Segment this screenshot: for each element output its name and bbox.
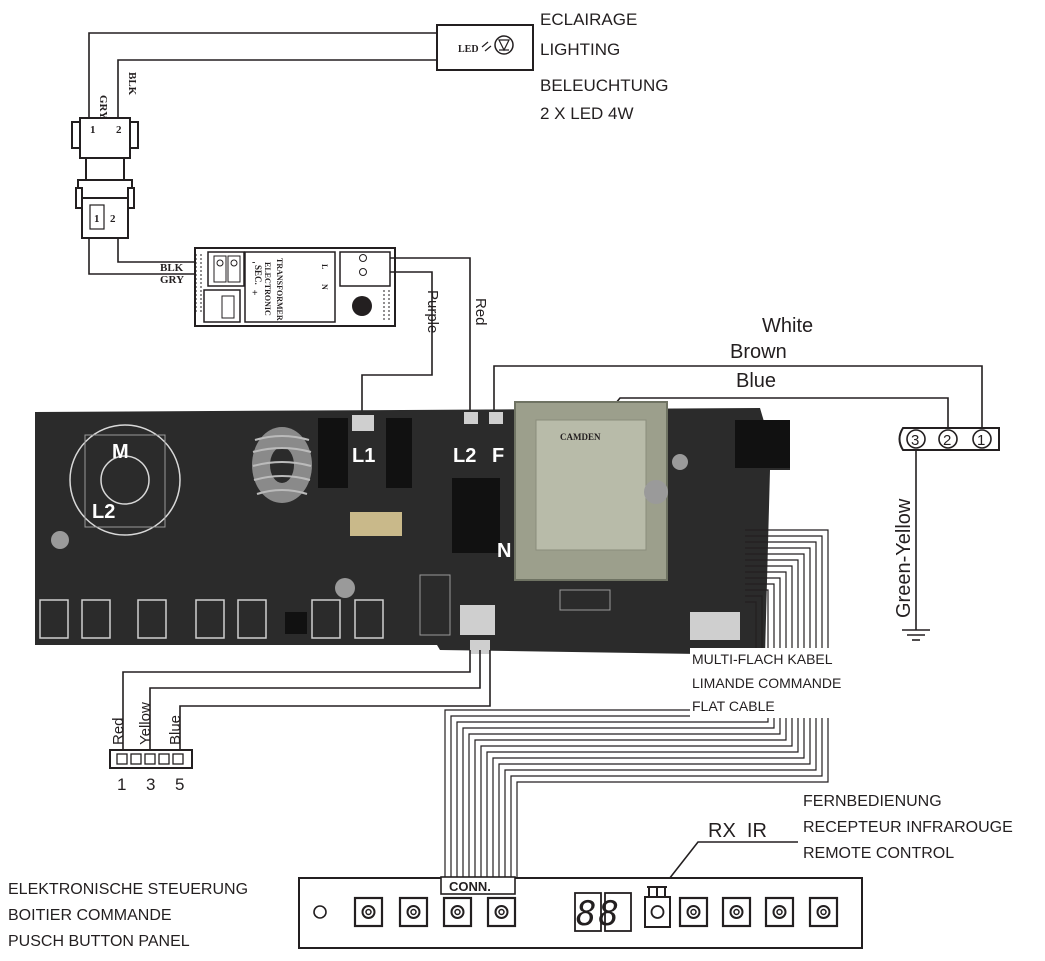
transformer-knob-icon <box>352 296 372 316</box>
led-label: LED <box>458 44 479 55</box>
transformer-brand: CAMDEN <box>560 432 601 442</box>
wire-label-purple: Purple <box>424 290 441 333</box>
connector-yellow-label: Yellow <box>137 702 154 745</box>
flat-cable-label: MULTI-FLACH KABEL LIMANDE COMMANDE FLAT … <box>692 651 841 714</box>
board-label-m: M <box>112 441 129 463</box>
rx-ir-label: RX IR <box>708 820 767 842</box>
remote-label-2: RECEPTEUR INFRAROUGE <box>803 819 1013 836</box>
lighting-spec: 2 X LED 4W <box>540 104 634 123</box>
diode-icon <box>498 39 510 52</box>
transformer-n: N <box>320 284 329 290</box>
conn-label: CONN. <box>449 879 491 894</box>
connector-pin-3-label: 3 <box>146 775 155 794</box>
transformer-l: L <box>320 264 329 269</box>
mains-brown-label: Brown <box>730 341 787 363</box>
connector-pin-1-label: 1 <box>117 775 126 794</box>
conn-box <box>440 876 516 895</box>
transformer-plus: + <box>252 288 258 299</box>
terminal-2: 2 <box>943 432 951 449</box>
push-button-panel <box>298 876 863 949</box>
led-lamp: LED <box>436 24 534 71</box>
terminal-3: 3 <box>911 432 919 449</box>
led-connector <box>71 117 139 239</box>
connector-pin-5-label: 5 <box>175 775 184 794</box>
motor-connector-wires <box>122 650 491 750</box>
panel-label-2: BOITIER COMMANDE <box>8 907 172 924</box>
flat-cable-label-1: MULTI-FLACH KABEL <box>692 651 833 667</box>
transformer-secondary-wires <box>88 238 210 275</box>
motor-connector-block <box>109 749 193 769</box>
panel-label-1: ELEKTRONISCHE STEUERUNG <box>8 881 248 898</box>
wire-label-gry: GRY <box>160 274 184 286</box>
mains-white-label: White <box>762 315 813 337</box>
transformer-label-1: ELECTRONIC <box>263 262 272 316</box>
mains-blue-label: Blue <box>736 370 776 392</box>
ir-receiver-icon <box>647 886 667 897</box>
connector-blue-label: Blue <box>167 715 184 745</box>
lighting-title: ECLAIRAGE LIGHTING BELEUCHTUNG 2 X LED 4… <box>540 10 668 123</box>
transformer-sec: SEC. <box>253 265 263 285</box>
wire-label-blk-top: BLK <box>126 72 138 96</box>
ground-wire-label: Green-Yellow <box>893 498 915 618</box>
connector-pin-2-lower: 2 <box>110 213 116 225</box>
transformer-primary-wires <box>361 257 471 420</box>
seven-segment-display: 88 <box>576 894 621 934</box>
lighting-title-de: BELEUCHTUNG <box>540 76 668 95</box>
panel-label-3: PUSCH BUTTON PANEL <box>8 933 190 950</box>
board-label-n: N <box>497 540 511 562</box>
board-label-f: F <box>492 445 504 467</box>
led-box <box>436 24 534 71</box>
connector-pin-2: 2 <box>116 124 122 136</box>
led-symbol-icon <box>494 35 514 55</box>
flat-cable-label-2: LIMANDE COMMANDE <box>692 675 841 691</box>
panel-led-icon <box>313 905 327 919</box>
connector-pin-1: 1 <box>90 124 96 136</box>
control-board: CAMDEN <box>35 401 790 655</box>
remote-label-3: REMOTE CONTROL <box>803 845 954 862</box>
panel-buttons-left <box>353 896 517 928</box>
connector-red-label: Red <box>110 717 127 745</box>
panel-label: ELEKTRONISCHE STEUERUNG BOITIER COMMANDE… <box>8 881 248 950</box>
flat-cable-label-bg <box>690 648 880 718</box>
electronic-transformer <box>194 247 396 327</box>
rx-ir-leader <box>661 841 798 889</box>
wire-label-blk: BLK <box>160 262 184 274</box>
light-rays-icon <box>481 41 492 52</box>
lighting-wires <box>88 32 437 120</box>
connector-pin-1-lower: 1 <box>94 213 100 225</box>
remote-label: FERNBEDIENUNG RECEPTEUR INFRAROUGE REMOT… <box>803 793 1013 862</box>
wire-label-red: Red <box>472 298 489 326</box>
transformer-label-2: TRANSFORMER <box>275 258 284 321</box>
lighting-title-en: LIGHTING <box>540 40 620 59</box>
mains-terminal-block <box>898 427 1000 451</box>
board-label-l1: L1 <box>352 445 375 467</box>
remote-label-1: FERNBEDIENUNG <box>803 793 942 810</box>
transformer-minus: - <box>252 257 255 268</box>
board-label-l2-motor: L2 <box>92 501 115 523</box>
panel-buttons-right <box>678 896 839 928</box>
board-label-l2: L2 <box>453 445 476 467</box>
terminal-1: 1 <box>977 432 985 449</box>
lighting-title-fr: ECLAIRAGE <box>540 10 637 29</box>
flat-cable-label-3: FLAT CABLE <box>692 698 775 714</box>
wire-label-gry-top: GRY <box>97 95 109 119</box>
ground-icon <box>902 629 930 641</box>
